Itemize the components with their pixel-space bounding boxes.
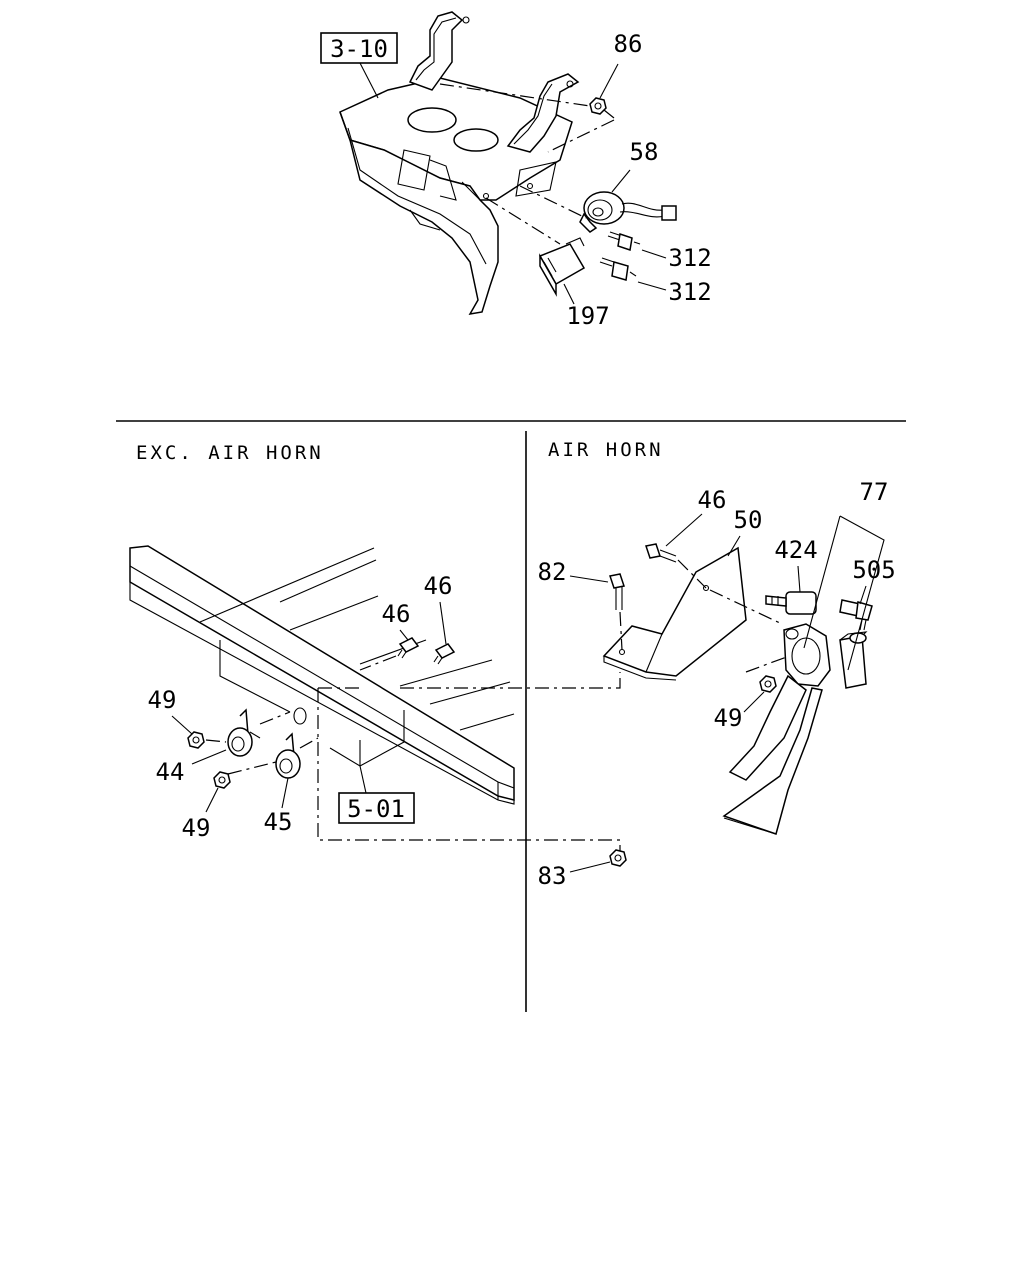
callout-horn-high: 45 (264, 808, 293, 836)
nut-49-left-b (213, 771, 231, 789)
ref-box-3-10[interactable]: 3-10 (320, 32, 398, 99)
callout-bolt-left-b: 46 (424, 572, 453, 600)
callout-nut-left-a: 49 (148, 686, 177, 714)
callout-nut-right: 49 (714, 704, 743, 732)
callout-nut-bottom: 83 (538, 862, 567, 890)
callout-fitting-b: 505 (852, 556, 895, 584)
callout-relay: 197 (566, 302, 609, 330)
nut-83 (609, 849, 627, 867)
callout-horn-top: 58 (630, 138, 659, 166)
top-bracket-assembly (339, 11, 580, 315)
bolt-46-right (645, 543, 677, 563)
bolt-312-a (607, 231, 641, 251)
fitting-505 (839, 599, 873, 631)
ref-box-5-01[interactable]: 5-01 (338, 765, 415, 824)
horn-44 (227, 708, 261, 757)
callout-bolt-right: 46 (698, 486, 727, 514)
frame-rail (129, 545, 515, 805)
nut-86 (589, 97, 607, 115)
ref-label-frame: 5-01 (347, 795, 405, 823)
callout-fitting-a: 424 (774, 536, 817, 564)
bolt-312-b (599, 257, 637, 281)
ref-label-top-assembly: 3-10 (330, 35, 388, 63)
horn-58 (579, 191, 677, 233)
callout-nut-top: 86 (614, 30, 643, 58)
nut-49-left-a (187, 731, 205, 749)
callout-bracket: 50 (734, 506, 763, 534)
air-horn-77 (722, 623, 868, 835)
nut-49-right (759, 675, 777, 693)
callout-bolt-a: 312 (668, 244, 711, 272)
bolt-82 (609, 573, 625, 610)
bracket-50 (602, 546, 747, 681)
callout-nut-left-b: 49 (182, 814, 211, 842)
horn-45 (275, 732, 301, 779)
callout-bolt-left-a: 46 (382, 600, 411, 628)
callout-air-horn-assy: 77 (860, 478, 889, 506)
fitting-424 (765, 591, 817, 615)
callout-bolt-b: 312 (668, 278, 711, 306)
section-title-air-horn: AIR HORN (548, 439, 664, 461)
callout-horn-low: 44 (156, 758, 185, 786)
callout-bolt-bracket: 82 (538, 558, 567, 586)
relay-197 (538, 237, 586, 297)
bolt-46-left-b (433, 643, 456, 665)
bolt-46-left-a (397, 637, 420, 659)
section-title-exc-air-horn: EXC. AIR HORN (136, 442, 324, 464)
